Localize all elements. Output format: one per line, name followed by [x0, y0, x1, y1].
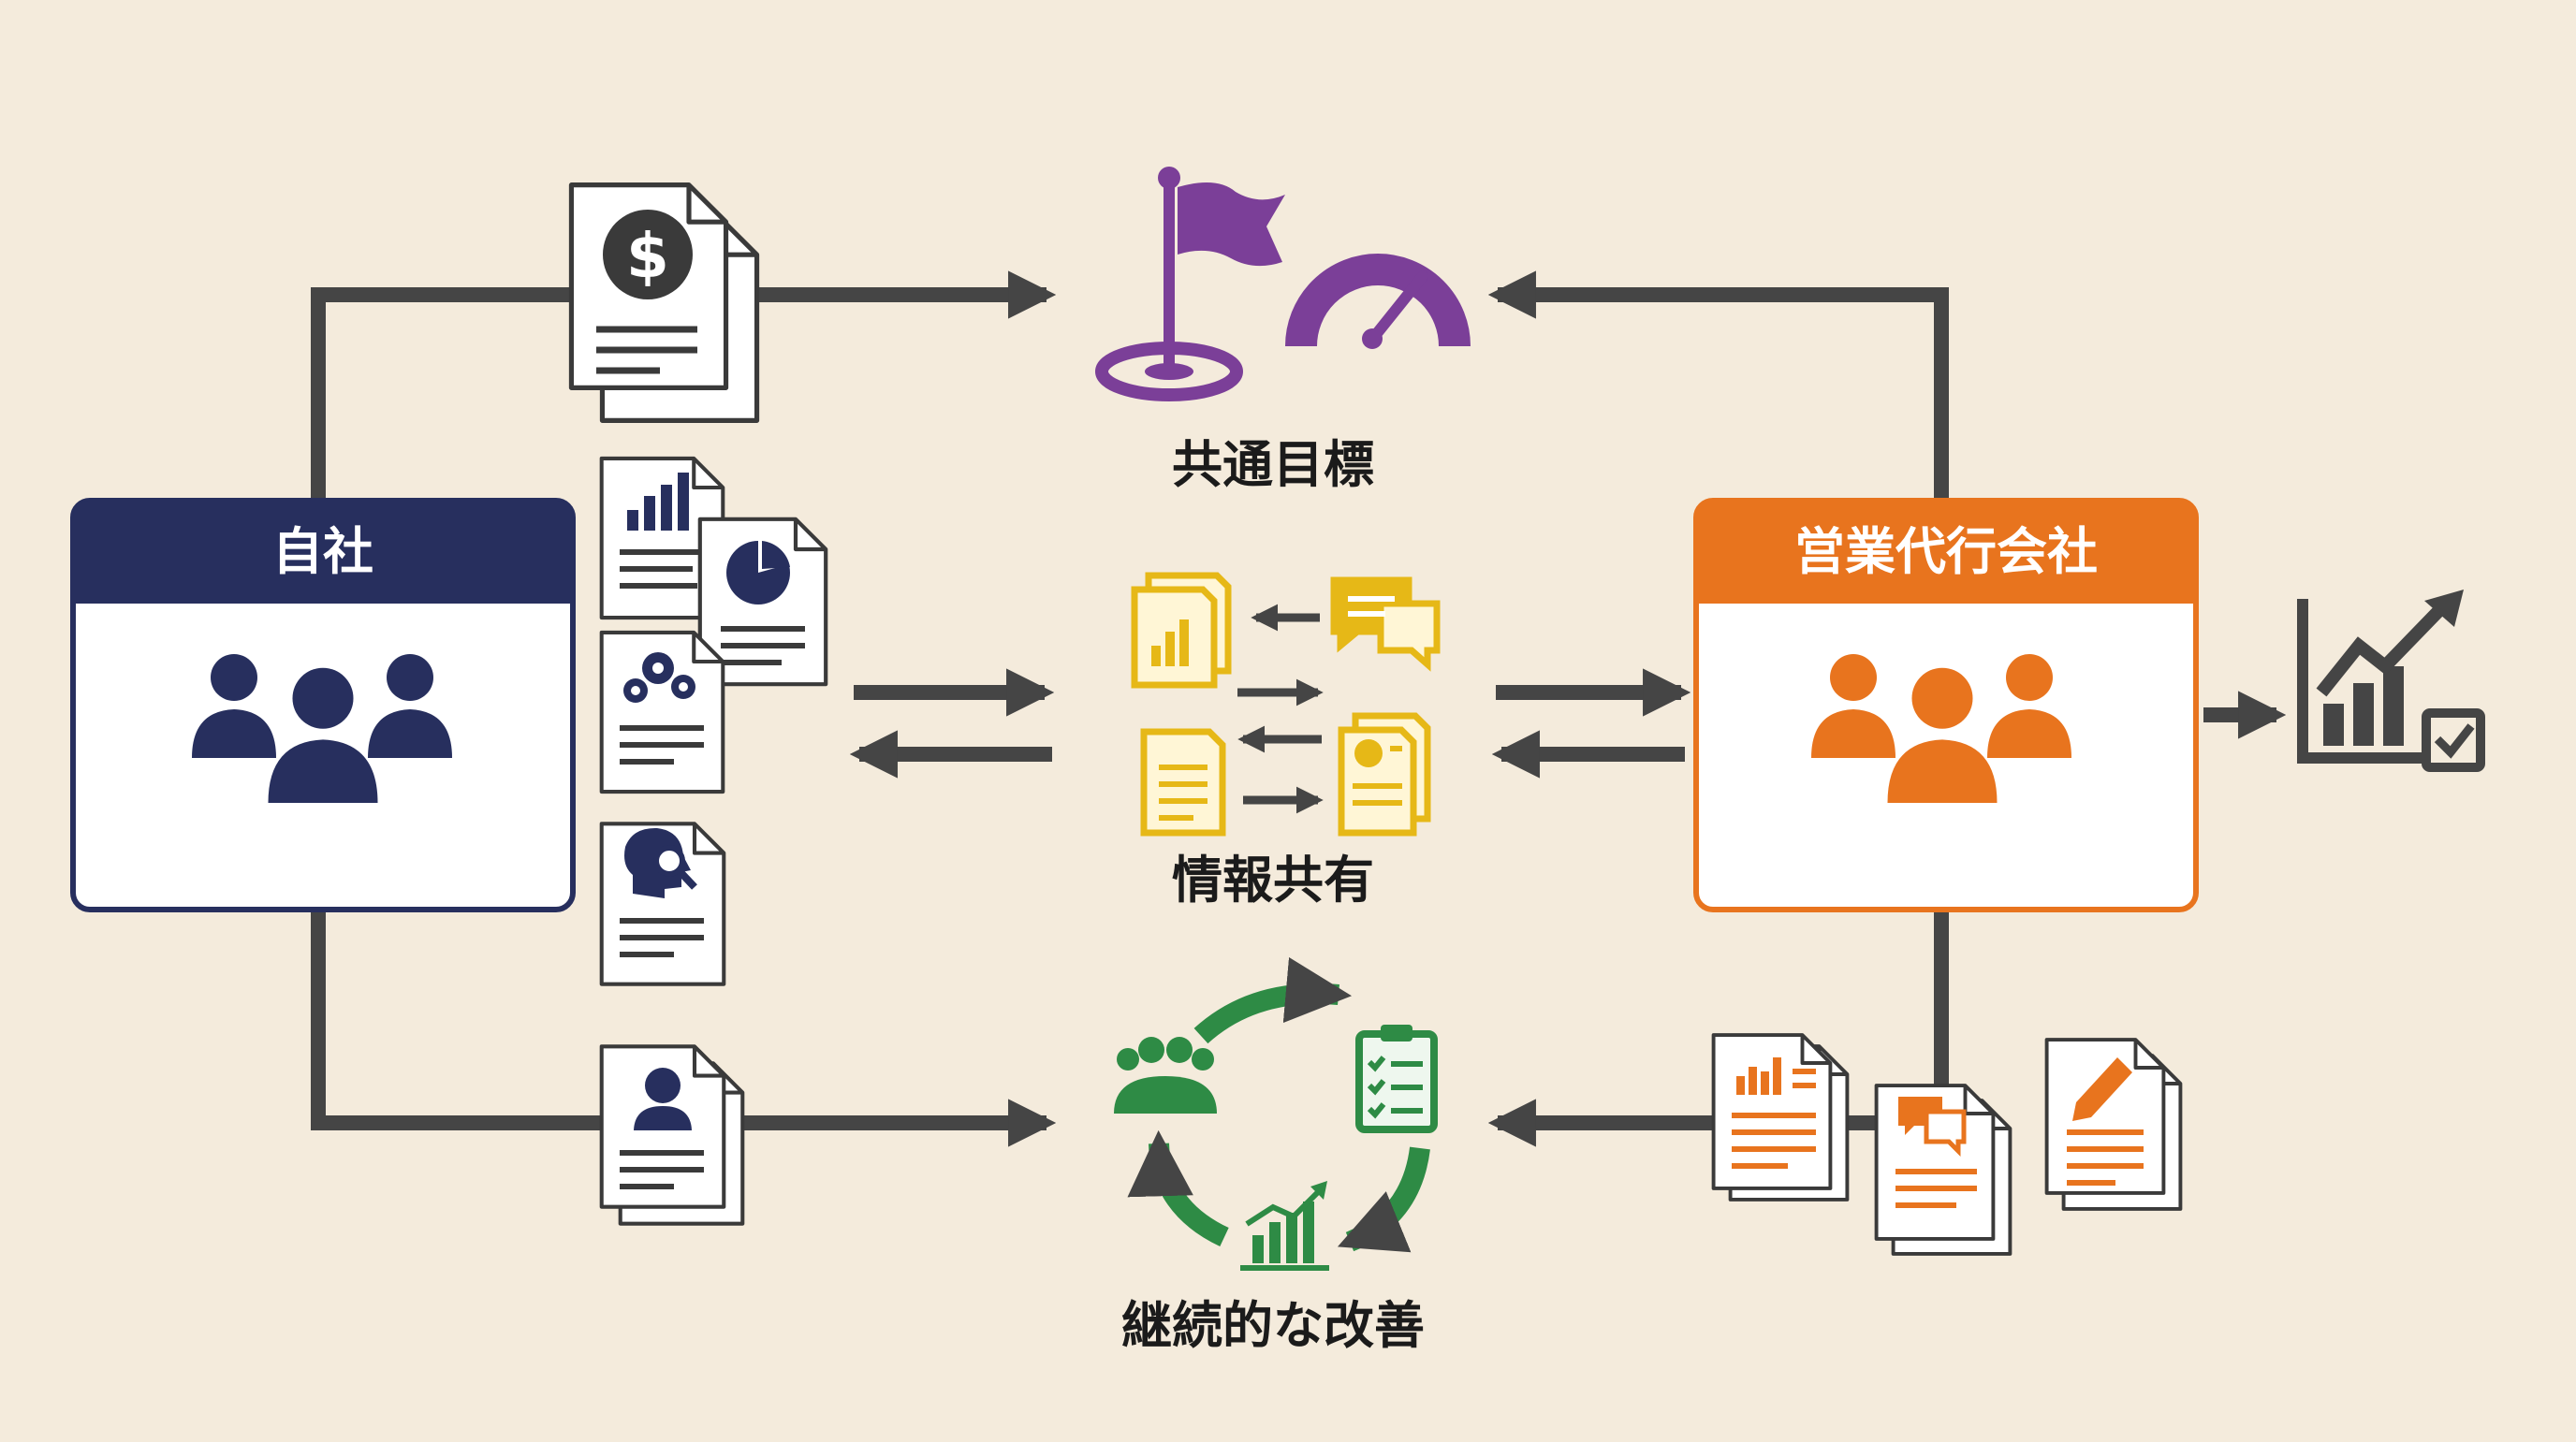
chat-document-icon [1877, 1085, 2011, 1254]
search-profile-document-icon [602, 823, 724, 983]
info-flow-arrows [1237, 604, 1324, 814]
svg-text:$: $ [626, 220, 669, 292]
pie-chart-document-icon [1338, 712, 1431, 837]
arrow-own-to-goal [311, 270, 1057, 501]
arrow-agency-to-goal [1487, 270, 1949, 501]
arrow-own-to-improve [311, 910, 1057, 1147]
chat-bubbles-icon [1330, 576, 1441, 672]
pie-chart-document-icon [700, 519, 826, 684]
info-sharing-label: 情報共有 [1172, 851, 1374, 910]
dollar-document-icon: $ [571, 185, 756, 421]
team-icon [1114, 1037, 1217, 1114]
pencil-document-icon [2047, 1040, 2181, 1209]
common-goal-label: 共通目標 [1172, 435, 1374, 494]
agency-label: 営業代行会社 [1794, 522, 2098, 581]
gauge-icon [1285, 254, 1471, 349]
own-company-box [70, 498, 576, 912]
flag-target-icon [1095, 167, 1285, 401]
agency-box [1693, 498, 2199, 912]
continuous-improvement-label: 継続的な改善 [1121, 1296, 1425, 1355]
own-company-label: 自社 [272, 522, 373, 581]
person-document-icon [602, 1046, 743, 1223]
growth-chart-icon [1240, 1181, 1329, 1271]
bar-chart-document-icon [602, 459, 724, 618]
chart-checkmark-icon [2297, 590, 2485, 772]
bar-chart-document-icon [1131, 572, 1232, 689]
connectors [311, 270, 2287, 1147]
bar-chart-document-icon [1714, 1035, 1848, 1200]
text-document-icon [1140, 728, 1226, 837]
checklist-icon [1355, 1025, 1438, 1133]
gears-document-icon [602, 633, 724, 792]
cycle-arrows-icon [1127, 956, 1430, 1253]
